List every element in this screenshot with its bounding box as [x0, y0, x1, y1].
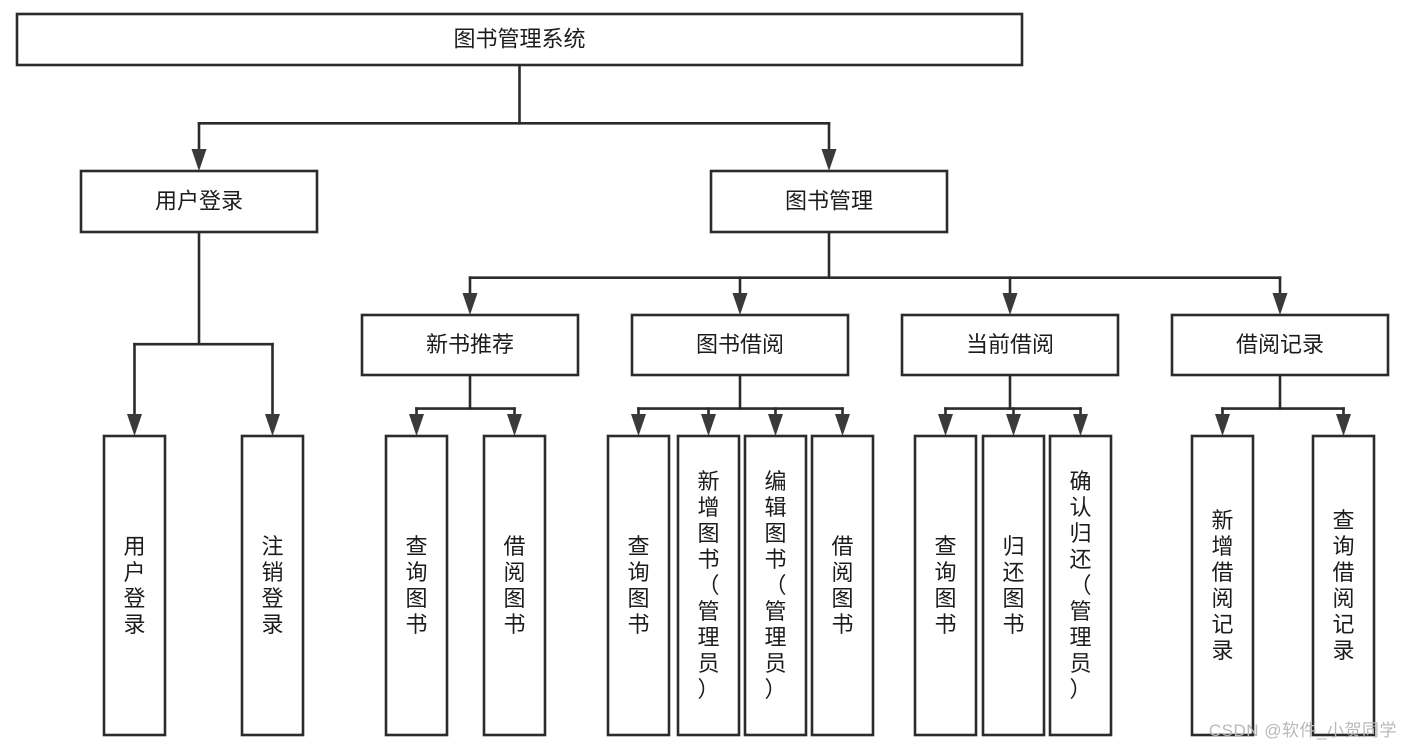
watermark-text: CSDN @软件_小贺同学 [1208, 721, 1397, 740]
node-root[interactable]: 图书管理系统 [15, 12, 1024, 67]
arrow-head-icon [265, 414, 280, 436]
edge-group-new-book-recommend [409, 373, 522, 436]
node-leaf-return-book[interactable]: 归还图书 [981, 434, 1046, 737]
node-box-leaf-query-book-borrow[interactable] [606, 434, 671, 737]
node-box-new-book-recommend[interactable] [360, 313, 580, 377]
arrow-head-icon [701, 414, 716, 436]
node-box-book-borrow[interactable] [630, 313, 850, 377]
arrow-head-icon [1006, 414, 1021, 436]
node-label-leaf-confirm-return: 确认归还（管理员） [1069, 469, 1091, 702]
node-label-book-management: 图书管理 [785, 188, 873, 213]
arrow-head-icon [1073, 414, 1088, 436]
node-leaf-query-book-recommend[interactable]: 查询图书 [384, 434, 449, 737]
node-box-leaf-add-book[interactable] [676, 434, 741, 737]
arrow-head-icon [409, 414, 424, 436]
edge-group-root [191, 63, 837, 171]
arrow-head-icon [732, 293, 748, 315]
arrow-head-icon [127, 414, 142, 436]
edge-group-book-management [462, 230, 1288, 315]
node-borrow-record[interactable]: 借阅记录 [1170, 313, 1390, 377]
node-box-leaf-query-book-recommend[interactable] [384, 434, 449, 737]
node-box-leaf-edit-book[interactable] [743, 434, 808, 737]
node-book-borrow[interactable]: 图书借阅 [630, 313, 850, 377]
arrow-head-icon [507, 414, 522, 436]
node-box-borrow-record[interactable] [1170, 313, 1390, 377]
node-new-book-recommend[interactable]: 新书推荐 [360, 313, 580, 377]
node-box-leaf-query-borrow-record[interactable] [1311, 434, 1376, 737]
node-leaf-user-login[interactable]: 用户登录 [102, 434, 167, 737]
node-leaf-add-borrow-record[interactable]: 新增借阅记录 [1190, 434, 1255, 737]
node-label-leaf-add-book: 新增图书（管理员） [697, 469, 719, 702]
node-leaf-logout[interactable]: 注销登录 [240, 434, 305, 737]
node-leaf-add-book[interactable]: 新增图书（管理员） [676, 434, 741, 737]
node-box-leaf-logout[interactable] [240, 434, 305, 737]
arrow-head-icon [1336, 414, 1351, 436]
node-box-leaf-return-book[interactable] [981, 434, 1046, 737]
node-leaf-borrow-book[interactable]: 借阅图书 [810, 434, 875, 737]
edge-group-user-login [127, 230, 280, 436]
arrow-head-icon [938, 414, 953, 436]
node-leaf-query-borrow-record[interactable]: 查询借阅记录 [1311, 434, 1376, 737]
node-leaf-edit-book[interactable]: 编辑图书（管理员） [743, 434, 808, 737]
arrow-head-icon [821, 149, 837, 171]
node-label-leaf-query-book-current: 查询图书 [934, 534, 956, 637]
node-label-leaf-borrow-book-recommend: 借阅图书 [503, 534, 525, 637]
arrow-head-icon [1272, 293, 1288, 315]
node-box-user-login[interactable] [79, 169, 319, 234]
node-leaf-borrow-book-recommend[interactable]: 借阅图书 [482, 434, 547, 737]
node-leaf-query-book-borrow[interactable]: 查询图书 [606, 434, 671, 737]
node-label-leaf-user-login: 用户登录 [123, 534, 145, 637]
edge-group-book-borrow [631, 373, 850, 436]
node-box-leaf-user-login[interactable] [102, 434, 167, 737]
node-box-leaf-borrow-book[interactable] [810, 434, 875, 737]
node-label-leaf-query-book-recommend: 查询图书 [405, 534, 427, 637]
edge-group-borrow-record [1215, 373, 1351, 436]
node-label-new-book-recommend: 新书推荐 [426, 332, 514, 357]
arrow-head-icon [1002, 293, 1018, 315]
edge-group-current-borrow [938, 373, 1088, 436]
arrow-head-icon [835, 414, 850, 436]
node-label-borrow-record: 借阅记录 [1236, 332, 1324, 357]
node-box-leaf-query-book-current[interactable] [913, 434, 978, 737]
arrow-head-icon [768, 414, 783, 436]
nodes-layer: 图书管理系统用户登录图书管理新书推荐图书借阅当前借阅借阅记录用户登录注销登录查询… [15, 12, 1390, 737]
arrow-head-icon [462, 293, 478, 315]
node-book-management[interactable]: 图书管理 [709, 169, 949, 234]
node-box-leaf-add-borrow-record[interactable] [1190, 434, 1255, 737]
node-leaf-confirm-return[interactable]: 确认归还（管理员） [1048, 434, 1113, 737]
node-box-current-borrow[interactable] [900, 313, 1120, 377]
node-label-leaf-add-borrow-record: 新增借阅记录 [1211, 508, 1233, 663]
node-label-leaf-edit-book: 编辑图书（管理员） [764, 469, 786, 702]
node-label-leaf-return-book: 归还图书 [1002, 534, 1024, 637]
arrow-head-icon [1215, 414, 1230, 436]
node-label-root: 图书管理系统 [453, 26, 585, 51]
arrow-head-icon [191, 149, 207, 171]
node-label-current-borrow: 当前借阅 [966, 332, 1054, 357]
node-box-leaf-borrow-book-recommend[interactable] [482, 434, 547, 737]
node-label-leaf-borrow-book: 借阅图书 [831, 534, 853, 637]
node-leaf-query-book-current[interactable]: 查询图书 [913, 434, 978, 737]
node-label-leaf-query-book-borrow: 查询图书 [627, 534, 649, 637]
connectors-layer [127, 63, 1351, 436]
node-user-login[interactable]: 用户登录 [79, 169, 319, 234]
node-current-borrow[interactable]: 当前借阅 [900, 313, 1120, 377]
node-label-leaf-logout: 注销登录 [261, 534, 283, 637]
arrow-head-icon [631, 414, 646, 436]
node-label-user-login: 用户登录 [155, 188, 243, 213]
node-box-book-management[interactable] [709, 169, 949, 234]
node-label-book-borrow: 图书借阅 [696, 332, 784, 357]
node-label-leaf-query-borrow-record: 查询借阅记录 [1332, 508, 1354, 663]
node-box-root[interactable] [15, 12, 1024, 67]
node-box-leaf-confirm-return[interactable] [1048, 434, 1113, 737]
